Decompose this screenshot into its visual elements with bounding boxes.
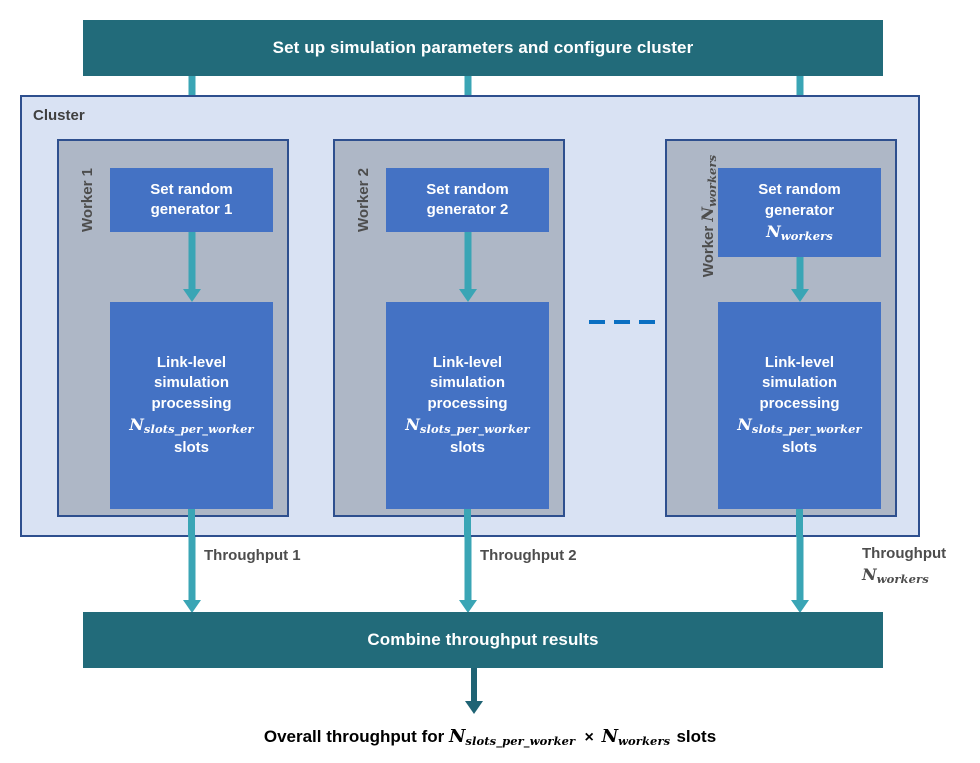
worker-label-n-variable: Nworkers bbox=[698, 155, 719, 222]
arrow-shaft bbox=[471, 668, 477, 701]
generator-line-1: Set random bbox=[150, 180, 233, 198]
simulation-line-1: Link-level bbox=[432, 354, 503, 372]
link-level-simulation-box-1[interactable]: Link-level simulation processing Nslots_… bbox=[110, 302, 273, 509]
simulation-slots-variable: Nslots_per_worker bbox=[129, 414, 253, 438]
generator-line-2: generator bbox=[764, 201, 835, 219]
set-random-generator-box-1[interactable]: Set random generator 1 bbox=[110, 168, 273, 232]
simulation-line-3: processing bbox=[427, 394, 508, 412]
combine-banner[interactable]: Combine throughput results bbox=[83, 612, 883, 668]
caption-variable-slots-per-worker: Nslots_per_worker bbox=[448, 726, 582, 749]
caption-suffix: slots bbox=[676, 727, 717, 746]
simulation-line-5: slots bbox=[449, 438, 485, 456]
simulation-line-2: simulation bbox=[761, 374, 837, 392]
throughput-label-n: Throughput Nworkers bbox=[862, 543, 946, 587]
arrow-shaft bbox=[188, 537, 196, 600]
throughput-label-1: Throughput 1 bbox=[204, 545, 301, 566]
dash-1 bbox=[589, 320, 605, 324]
worker-label-2-index: 2 bbox=[355, 168, 372, 177]
set-random-generator-box-2[interactable]: Set random generator 2 bbox=[386, 168, 549, 232]
simulation-line-1: Link-level bbox=[156, 354, 227, 372]
simulation-slots-variable: Nslots_per_worker bbox=[405, 414, 529, 438]
arrow-throughput-n bbox=[790, 537, 810, 613]
throughput-label-2-text: Throughput 2 bbox=[480, 547, 577, 564]
variable-subscript: slots_per_worker bbox=[465, 734, 576, 749]
arrow-head bbox=[791, 600, 809, 613]
arrow-throughput-1 bbox=[182, 537, 202, 613]
variable-base: N bbox=[737, 414, 752, 434]
connector-sim-1-to-cluster-edge bbox=[188, 509, 195, 537]
cluster-label: Cluster bbox=[33, 107, 85, 124]
arrow-head bbox=[183, 289, 201, 302]
setup-banner-label: Set up simulation parameters and configu… bbox=[272, 38, 694, 57]
arrow-throughput-2 bbox=[458, 537, 478, 613]
overall-throughput-caption: Overall throughput for Nslots_per_worker… bbox=[0, 726, 980, 748]
arrow-head bbox=[791, 289, 809, 302]
arrow-generator-to-sim-n bbox=[790, 257, 810, 302]
link-level-simulation-box-2[interactable]: Link-level simulation processing Nslots_… bbox=[386, 302, 549, 509]
arrow-shaft bbox=[796, 537, 804, 600]
set-random-generator-box-n[interactable]: Set random generator Nworkers bbox=[718, 168, 881, 257]
throughput-label-n-variable: Nworkers bbox=[862, 564, 946, 587]
generator-line-1: Set random bbox=[426, 180, 509, 198]
arrow-combine-to-overall bbox=[464, 668, 484, 714]
link-level-simulation-box-n[interactable]: Link-level simulation processing Nslots_… bbox=[718, 302, 881, 509]
variable-base: N bbox=[129, 414, 144, 434]
multiplication-sign: × bbox=[584, 729, 594, 746]
generator-line-2: generator 2 bbox=[426, 201, 509, 218]
throughput-label-1-text: Throughput 1 bbox=[204, 547, 301, 564]
simulation-line-2: simulation bbox=[429, 374, 505, 392]
worker-label-2-prefix: Worker bbox=[355, 180, 372, 232]
combine-banner-label: Combine throughput results bbox=[367, 630, 599, 649]
connector-sim-n-to-cluster-edge bbox=[796, 509, 803, 537]
variable-subscript: slots_per_worker bbox=[143, 422, 254, 437]
caption-variable-workers: Nworkers bbox=[601, 726, 677, 749]
simulation-line-3: processing bbox=[151, 394, 232, 412]
simulation-slots-variable: Nslots_per_worker bbox=[737, 414, 861, 438]
simulation-line-2: simulation bbox=[153, 374, 229, 392]
connector-sim-2-to-cluster-edge bbox=[464, 509, 471, 537]
arrow-head bbox=[459, 600, 477, 613]
worker-label-1: Worker 1 bbox=[78, 145, 98, 255]
simulation-line-5: slots bbox=[173, 438, 209, 456]
generator-workers-variable: Nworkers bbox=[766, 221, 833, 245]
worker-label-n-prefix: Worker bbox=[700, 225, 717, 278]
simulation-line-1: Link-level bbox=[764, 354, 835, 372]
arrow-head bbox=[183, 600, 201, 613]
arrow-shaft bbox=[796, 257, 804, 289]
simulation-line-3: processing bbox=[759, 394, 840, 412]
variable-base: N bbox=[405, 414, 420, 434]
arrow-head bbox=[459, 289, 477, 302]
caption-prefix: Overall throughput for bbox=[263, 727, 445, 746]
throughput-label-n-text: Throughput bbox=[862, 545, 947, 562]
worker-label-2: Worker 2 bbox=[354, 145, 374, 255]
variable-base: N bbox=[448, 726, 466, 747]
variable-subscript: slots_per_worker bbox=[751, 422, 862, 437]
generator-line-1: Set random bbox=[758, 181, 841, 199]
dash-2 bbox=[614, 320, 630, 324]
arrow-shaft bbox=[188, 232, 196, 289]
variable-base: N bbox=[862, 565, 877, 584]
variable-subscript: slots_per_worker bbox=[419, 422, 530, 437]
generator-line-2: generator 1 bbox=[150, 201, 233, 218]
variable-subscript: workers bbox=[618, 734, 671, 749]
setup-banner[interactable]: Set up simulation parameters and configu… bbox=[83, 20, 883, 76]
dash-3 bbox=[639, 320, 655, 324]
simulation-line-5: slots bbox=[781, 438, 817, 456]
arrow-shaft bbox=[464, 232, 472, 289]
worker-label-1-prefix: Worker bbox=[79, 180, 96, 232]
arrow-head bbox=[465, 701, 483, 714]
arrow-generator-to-sim-1 bbox=[182, 232, 202, 302]
worker-label-1-index: 1 bbox=[79, 168, 96, 177]
variable-subscript: workers bbox=[780, 229, 833, 244]
arrow-shaft bbox=[464, 537, 472, 600]
ellipsis-dashes bbox=[589, 320, 655, 324]
throughput-label-2: Throughput 2 bbox=[480, 545, 577, 566]
variable-subscript: workers bbox=[876, 572, 929, 587]
worker-label-n: Worker Nworkers bbox=[697, 141, 719, 291]
arrow-generator-to-sim-2 bbox=[458, 232, 478, 302]
variable-base: N bbox=[601, 726, 619, 747]
variable-base: N bbox=[698, 206, 717, 222]
variable-base: N bbox=[766, 221, 781, 241]
